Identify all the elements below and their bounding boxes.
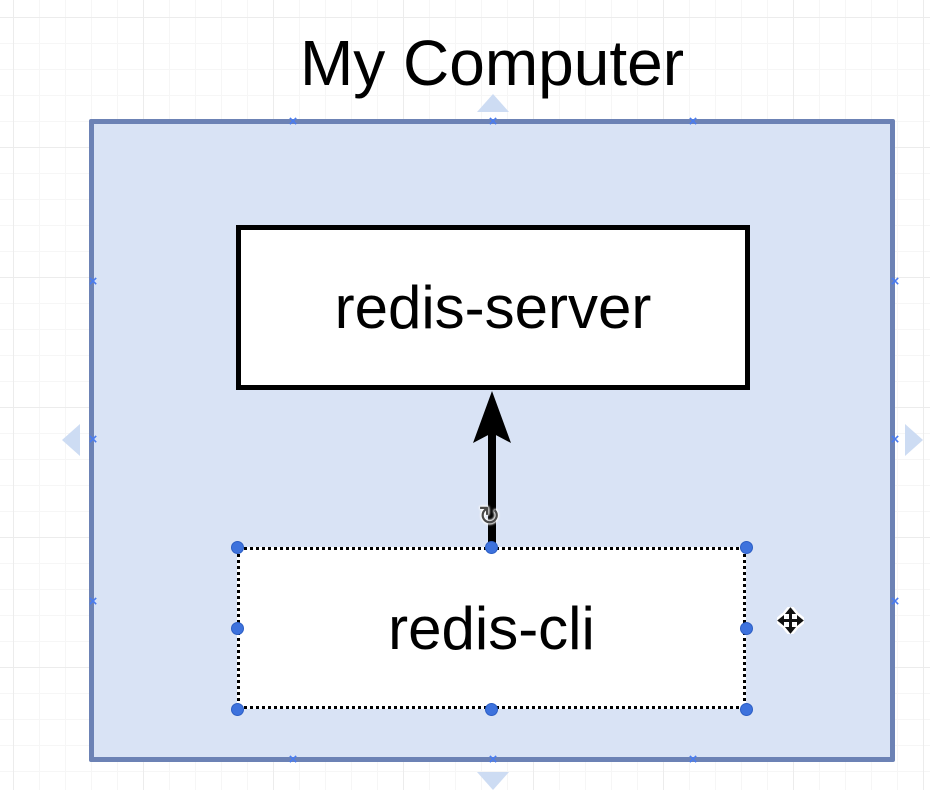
connection-point-icon[interactable]: × (88, 273, 98, 290)
connection-point-icon[interactable]: × (488, 751, 498, 768)
connection-point-icon[interactable]: × (88, 431, 98, 448)
move-cursor-icon (777, 607, 804, 634)
nav-arrow-up-icon[interactable] (477, 94, 509, 112)
connection-point-icon[interactable]: × (688, 113, 698, 130)
selection-handle-se[interactable] (740, 703, 753, 716)
node-redis-cli-label: redis-cli (388, 594, 595, 662)
selection-handle-s[interactable] (485, 703, 498, 716)
node-redis-server-label: redis-server (334, 274, 652, 341)
connection-point-icon[interactable]: × (288, 751, 298, 768)
connection-point-icon[interactable]: × (488, 113, 498, 130)
selection-handle-e[interactable] (740, 622, 753, 635)
connection-point-icon[interactable]: × (890, 593, 900, 610)
nav-arrow-left-icon[interactable] (62, 424, 80, 456)
connection-point-icon[interactable]: × (890, 431, 900, 448)
selection-handle-w[interactable] (231, 622, 244, 635)
connection-point-icon[interactable]: × (88, 593, 98, 610)
container-label: My Computer (299, 27, 685, 99)
edge-arrow[interactable] (470, 390, 514, 547)
edge-arrowhead-icon (473, 391, 511, 443)
selection-handle-ne[interactable] (740, 541, 753, 554)
node-redis-server[interactable]: redis-server (236, 225, 750, 390)
connection-point-icon[interactable]: × (890, 273, 900, 290)
selection-handle-n[interactable] (485, 541, 498, 554)
connection-point-icon[interactable]: × (288, 113, 298, 130)
nav-arrow-right-icon[interactable] (905, 424, 923, 456)
selection-handle-sw[interactable] (231, 703, 244, 716)
selection-handle-nw[interactable] (231, 541, 244, 554)
node-redis-cli[interactable]: redis-cli (237, 547, 746, 709)
nav-arrow-down-icon[interactable] (477, 772, 509, 790)
rotate-handle-icon[interactable]: ↻ (478, 501, 501, 532)
connection-point-icon[interactable]: × (688, 751, 698, 768)
